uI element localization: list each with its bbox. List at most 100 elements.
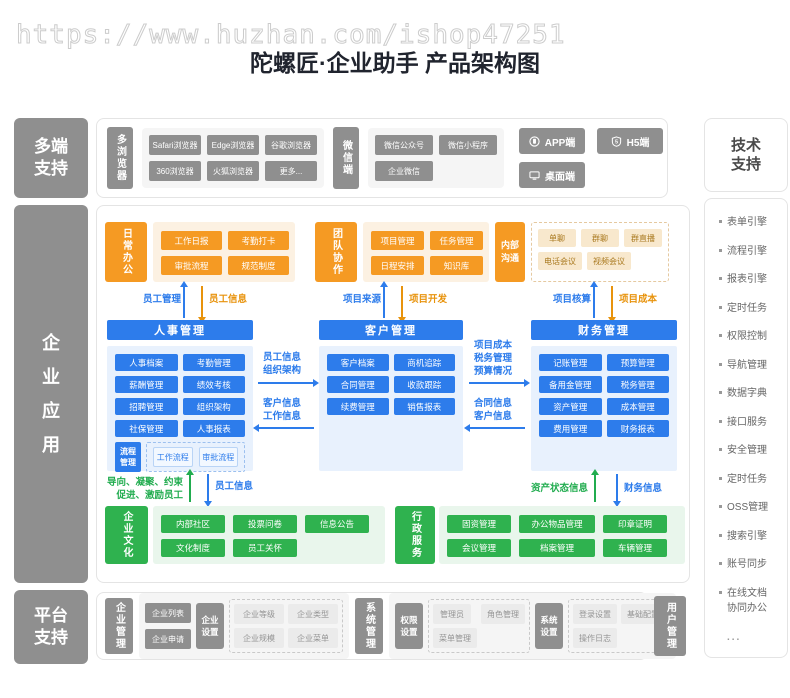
system-mgmt-label: 系统管理 — [355, 598, 383, 654]
hr-item: 人事档案 — [115, 354, 178, 371]
flow-label: 员工信息 — [215, 481, 254, 492]
tech-item-more: ... — [727, 631, 742, 643]
team-collab-item: 任务管理 — [430, 231, 483, 250]
endpoint-h5-label: H5端 — [626, 137, 650, 149]
arrow-down — [608, 286, 616, 323]
tech-item: 定时任务 — [719, 301, 783, 317]
browser-group-label: 多浏览器 — [107, 127, 133, 189]
finance-item: 费用管理 — [539, 420, 602, 437]
bullet-icon — [719, 334, 722, 337]
enterprise-settings-item: 企业规模 — [234, 628, 284, 648]
browser-group-panel: Safari浏览器 Edge浏览器 谷歌浏览器 360浏览器 火狐浏览器 更多.… — [142, 128, 324, 188]
hr-item: 人事报表 — [182, 420, 245, 437]
tech-item: 搜索引擎 — [719, 529, 783, 545]
h5-icon: 5 — [611, 135, 621, 147]
endpoint-buttons: APP端 5 H5端 桌面端 — [519, 128, 663, 188]
admin-item: 会议管理 — [447, 539, 511, 557]
svg-text:5: 5 — [615, 139, 618, 145]
bullet-icon — [719, 362, 722, 366]
hr-process-item: 审批流程 — [198, 447, 238, 467]
band-multi-terminal: 多端支持 — [14, 118, 88, 198]
system-mgmt-panel: 权限设置 管理员 角色管理 菜单管理 系统设置 登录设置 基础配置 操作日志 — [389, 593, 676, 659]
browser-item: Safari浏览器 — [149, 135, 201, 155]
enterprise-settings-item: 企业类型 — [288, 604, 338, 624]
enterprise-apps-panel: 日常办公 工作日报 考勤打卡 审批流程 规范制度 团队协作 项目管理 任务管理 … — [96, 205, 690, 583]
admin-label: 行政服务 — [395, 506, 435, 564]
browser-item: 360浏览器 — [149, 161, 201, 181]
hr-process-item: 工作流程 — [153, 447, 193, 467]
platform-panel: 企业管理 企业列表 企业申请 企业设置 企业等级 企业类型 企业规模 企业菜单 … — [96, 592, 676, 660]
comm-item: 视频会议 — [587, 252, 631, 270]
permission-settings-label: 权限设置 — [395, 603, 423, 649]
arrow-up — [590, 281, 598, 318]
tech-item: 数据字典 — [719, 386, 783, 402]
hr-item: 考勤管理 — [182, 354, 245, 371]
daily-office-label: 日常办公 — [105, 222, 147, 282]
hr-item: 社保管理 — [115, 420, 178, 437]
hr-item: 招聘管理 — [115, 398, 178, 415]
internal-comm-label: 内部沟通 — [495, 222, 525, 282]
enterprise-mgmt-label: 企业管理 — [105, 598, 133, 654]
flow-label: 项目来源 — [343, 294, 382, 305]
permission-settings-box: 管理员 角色管理 菜单管理 — [428, 599, 530, 653]
arrow-down — [398, 286, 406, 323]
admin-item: 车辆管理 — [603, 539, 667, 557]
permission-item: 管理员 — [433, 604, 471, 624]
finance-item: 成本管理 — [606, 398, 669, 415]
hr-item: 组织架构 — [182, 398, 245, 415]
browser-item: 更多... — [265, 161, 317, 181]
tech-item: 报表引擎 — [719, 272, 783, 288]
finance-item: 资产管理 — [539, 398, 602, 415]
tech-item: 安全管理 — [719, 443, 783, 459]
comm-item: 单聊 — [538, 229, 576, 247]
finance-header: 财务管理 — [531, 320, 677, 340]
flow-label: 财务信息 — [624, 483, 663, 494]
crm-item: 销售报表 — [393, 398, 455, 415]
wechat-group-panel: 微信公众号 微信小程序 企业微信 — [368, 128, 504, 188]
bullet-icon — [719, 277, 722, 280]
arrow-up — [591, 469, 599, 502]
admin-panel: 固资管理 办公物品管理 印章证明 会议管理 档案管理 车辆管理 — [439, 506, 685, 564]
tech-item: 账号同步 — [719, 557, 783, 573]
band-multi-terminal-label: 多端支持 — [34, 136, 68, 178]
admin-item: 档案管理 — [519, 539, 595, 557]
flow-label: 导向、凝聚、约束 促进、激励员工 — [106, 477, 183, 501]
bullet-icon — [719, 419, 722, 423]
crm-panel: 客户档案 商机追踪 合同管理 收款跟踪 续费管理 销售报表 — [319, 346, 463, 471]
daily-office-item: 规范制度 — [228, 256, 289, 275]
tech-support-title: 技术支持 — [730, 136, 761, 174]
wechat-group-label: 微信端 — [333, 127, 359, 189]
culture-item: 员工关怀 — [233, 539, 297, 557]
flow-label: 项目成本 税务管理 预算情况 — [474, 340, 513, 377]
crm-item: 合同管理 — [327, 376, 389, 393]
hr-process-box: 工作流程 审批流程 — [146, 442, 245, 472]
admin-item: 固资管理 — [447, 515, 511, 533]
finance-panel: 记账管理 预算管理 备用金管理 税务管理 资产管理 成本管理 费用管理 财务报表 — [531, 346, 677, 471]
daily-office-item: 考勤打卡 — [228, 231, 289, 250]
wechat-item: 企业微信 — [375, 161, 433, 181]
crm-item: 收款跟踪 — [393, 376, 455, 393]
bullet-icon — [719, 533, 722, 537]
browser-item: 火狐浏览器 — [207, 161, 259, 181]
flow-label: 项目开发 — [409, 294, 448, 305]
daily-office-item: 审批流程 — [161, 256, 222, 275]
arrow-up — [180, 281, 188, 318]
enterprise-settings-label: 企业设置 — [196, 603, 224, 649]
daily-office-panel: 工作日报 考勤打卡 审批流程 规范制度 — [153, 222, 295, 282]
system-settings-label: 系统设置 — [535, 603, 563, 649]
crm-item: 客户档案 — [327, 354, 389, 371]
band-platform: 平台支持 — [14, 590, 88, 664]
arrow-left — [464, 424, 525, 432]
permission-item: 菜单管理 — [433, 628, 477, 648]
multi-terminal-panel: 多浏览器 Safari浏览器 Edge浏览器 谷歌浏览器 360浏览器 火狐浏览… — [96, 118, 668, 198]
culture-item: 投票问卷 — [233, 515, 297, 533]
finance-item: 税务管理 — [606, 376, 669, 393]
culture-label: 企业文化 — [105, 506, 148, 564]
finance-item: 备用金管理 — [539, 376, 602, 393]
enterprise-settings-item: 企业菜单 — [288, 628, 338, 648]
app-icon — [529, 135, 540, 147]
tech-item: 流程引擎 — [719, 244, 783, 260]
culture-panel: 内部社区 投票问卷 信息公告 文化制度 员工关怀 — [153, 506, 385, 564]
enterprise-mgmt-item: 企业列表 — [145, 603, 191, 623]
arrow-left — [253, 424, 314, 432]
